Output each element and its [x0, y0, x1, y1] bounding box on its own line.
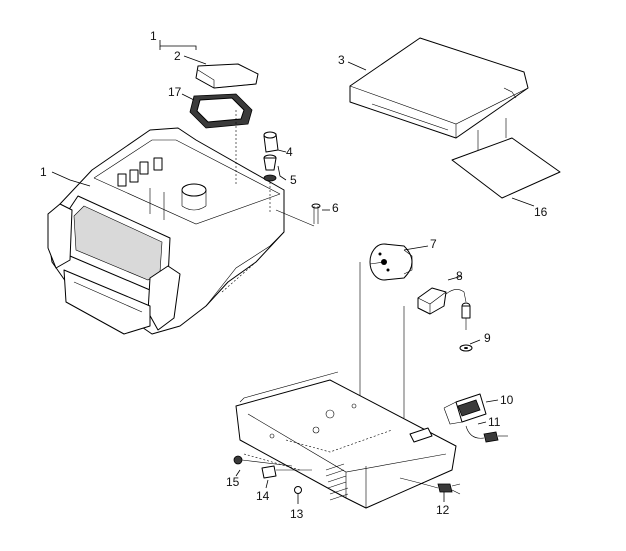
- part-6-screw: [275, 203, 321, 227]
- callout-1-housing: 1: [40, 165, 47, 179]
- part-11-cable: [465, 425, 508, 443]
- part-14-clip: [261, 465, 312, 479]
- callout-10: 10: [500, 393, 514, 407]
- part-15-nut: [233, 455, 293, 467]
- part-3-tray-lid: [349, 37, 529, 139]
- part-4-cap: [263, 131, 279, 153]
- part-7-motor: [359, 243, 413, 400]
- callout-2: 2: [174, 49, 181, 63]
- part-1-main-housing: [47, 110, 285, 335]
- part-17-gasket: [189, 93, 253, 129]
- part-9-washer: [459, 344, 473, 352]
- part-5-fitting: [263, 154, 277, 212]
- part-2-cover-plate: [195, 63, 259, 89]
- base-chassis: [235, 371, 457, 509]
- callout-13: 13: [290, 507, 304, 521]
- part-10-relay: [443, 393, 487, 425]
- callout-7: 7: [430, 237, 437, 251]
- heat-sink-fins: [325, 463, 349, 501]
- callout-4: 4: [286, 145, 293, 159]
- part-8-sensor: [403, 287, 471, 418]
- housing-top-knobs: [117, 157, 163, 187]
- callout-15: 15: [226, 475, 240, 489]
- callout-8: 8: [456, 269, 463, 283]
- callout-6: 6: [332, 201, 339, 215]
- callout-12: 12: [436, 503, 450, 517]
- leader-lines: [51, 40, 535, 504]
- part-16-sheet: [451, 118, 561, 199]
- callout-1-top: 1: [150, 29, 157, 43]
- callout-17: 17: [168, 85, 182, 99]
- part-13-grommet: [294, 486, 302, 494]
- callout-14: 14: [256, 489, 270, 503]
- callout-11: 11: [488, 415, 501, 429]
- part-12-plug: [399, 477, 461, 495]
- callout-5: 5: [290, 173, 297, 187]
- callout-9: 9: [484, 331, 491, 345]
- callout-3: 3: [338, 53, 345, 67]
- callout-16: 16: [534, 205, 548, 219]
